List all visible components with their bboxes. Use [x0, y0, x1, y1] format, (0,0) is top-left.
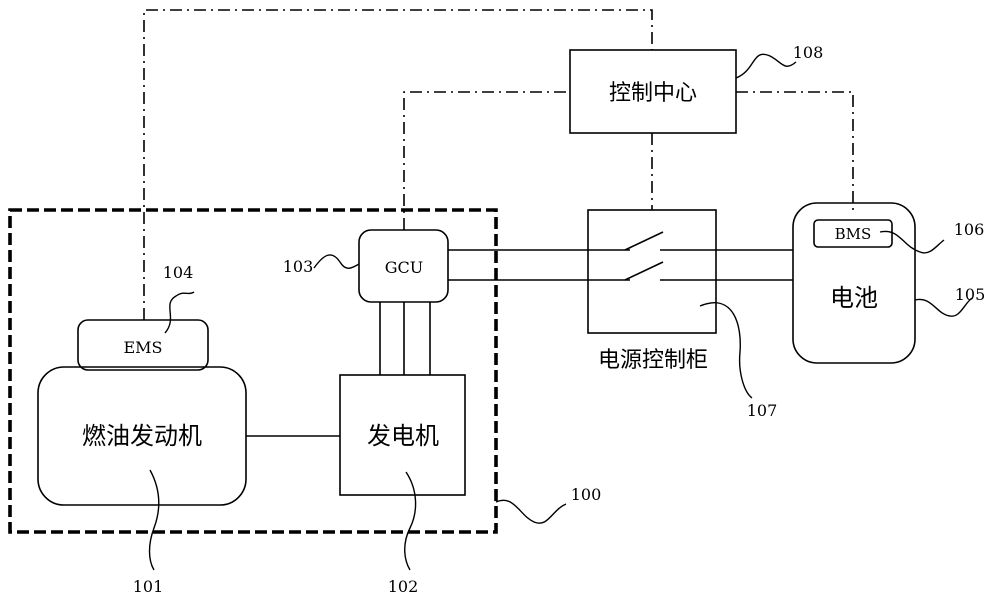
ems-control-line [143, 9, 653, 320]
ref-108: 108 [793, 43, 824, 62]
ref-106: 106 [954, 220, 985, 239]
leader-100 [495, 499, 567, 524]
ref-100: 100 [571, 485, 602, 504]
control-center: 控制中心 [569, 49, 737, 134]
bms-box [813, 219, 893, 248]
ref-104: 104 [163, 263, 194, 282]
ems-box [77, 319, 209, 371]
battery-label: 电池 [830, 284, 878, 312]
ref-101: 101 [133, 577, 164, 596]
leader-108 [735, 53, 797, 79]
fuel-engine: 燃油发动机 [37, 366, 247, 506]
leader-107 [699, 302, 753, 399]
battery-box [792, 202, 916, 364]
power-wires [246, 231, 793, 437]
ref-103: 103 [283, 257, 314, 276]
bms-label: BMS [835, 225, 872, 243]
ref-102: 102 [388, 577, 419, 596]
generator-label: 发电机 [367, 422, 439, 450]
generator: 发电机 [339, 374, 466, 496]
ref-105: 105 [955, 285, 986, 304]
leader-102 [404, 471, 417, 571]
ref-107: 107 [747, 401, 778, 420]
leader-101 [148, 469, 160, 571]
fuel-engine-box [37, 366, 247, 506]
reference-numerals: 108 103 104 106 105 107 100 101 102 [133, 43, 986, 596]
bms-control-line [736, 91, 854, 214]
gcu: GCU [358, 229, 449, 303]
control-center-box [569, 49, 737, 134]
ems: EMS [77, 319, 209, 371]
ems-label: EMS [123, 338, 162, 357]
gcu-label: GCU [385, 258, 424, 277]
battery: 电池 BMS [792, 202, 916, 364]
leader-106 [879, 230, 945, 254]
leader-105 [914, 297, 973, 317]
control-center-label: 控制中心 [609, 81, 697, 106]
generator-box [339, 374, 466, 496]
gcu-box [358, 229, 449, 303]
switch-blade-bottom [624, 261, 664, 281]
leader-104 [164, 291, 195, 334]
fuel-engine-label: 燃油发动机 [82, 422, 202, 450]
gcu-control-line [403, 91, 570, 230]
power-cabinet-label: 电源控制柜 [598, 348, 708, 373]
generator-set-enclosure [8, 208, 498, 534]
switch-blade-top [624, 231, 664, 251]
power-cabinet-box [587, 209, 717, 334]
control-signal-lines [143, 9, 854, 320]
power-control-cabinet: 电源控制柜 [587, 209, 717, 373]
leader-103 [313, 254, 360, 269]
reference-leaders [148, 53, 973, 571]
